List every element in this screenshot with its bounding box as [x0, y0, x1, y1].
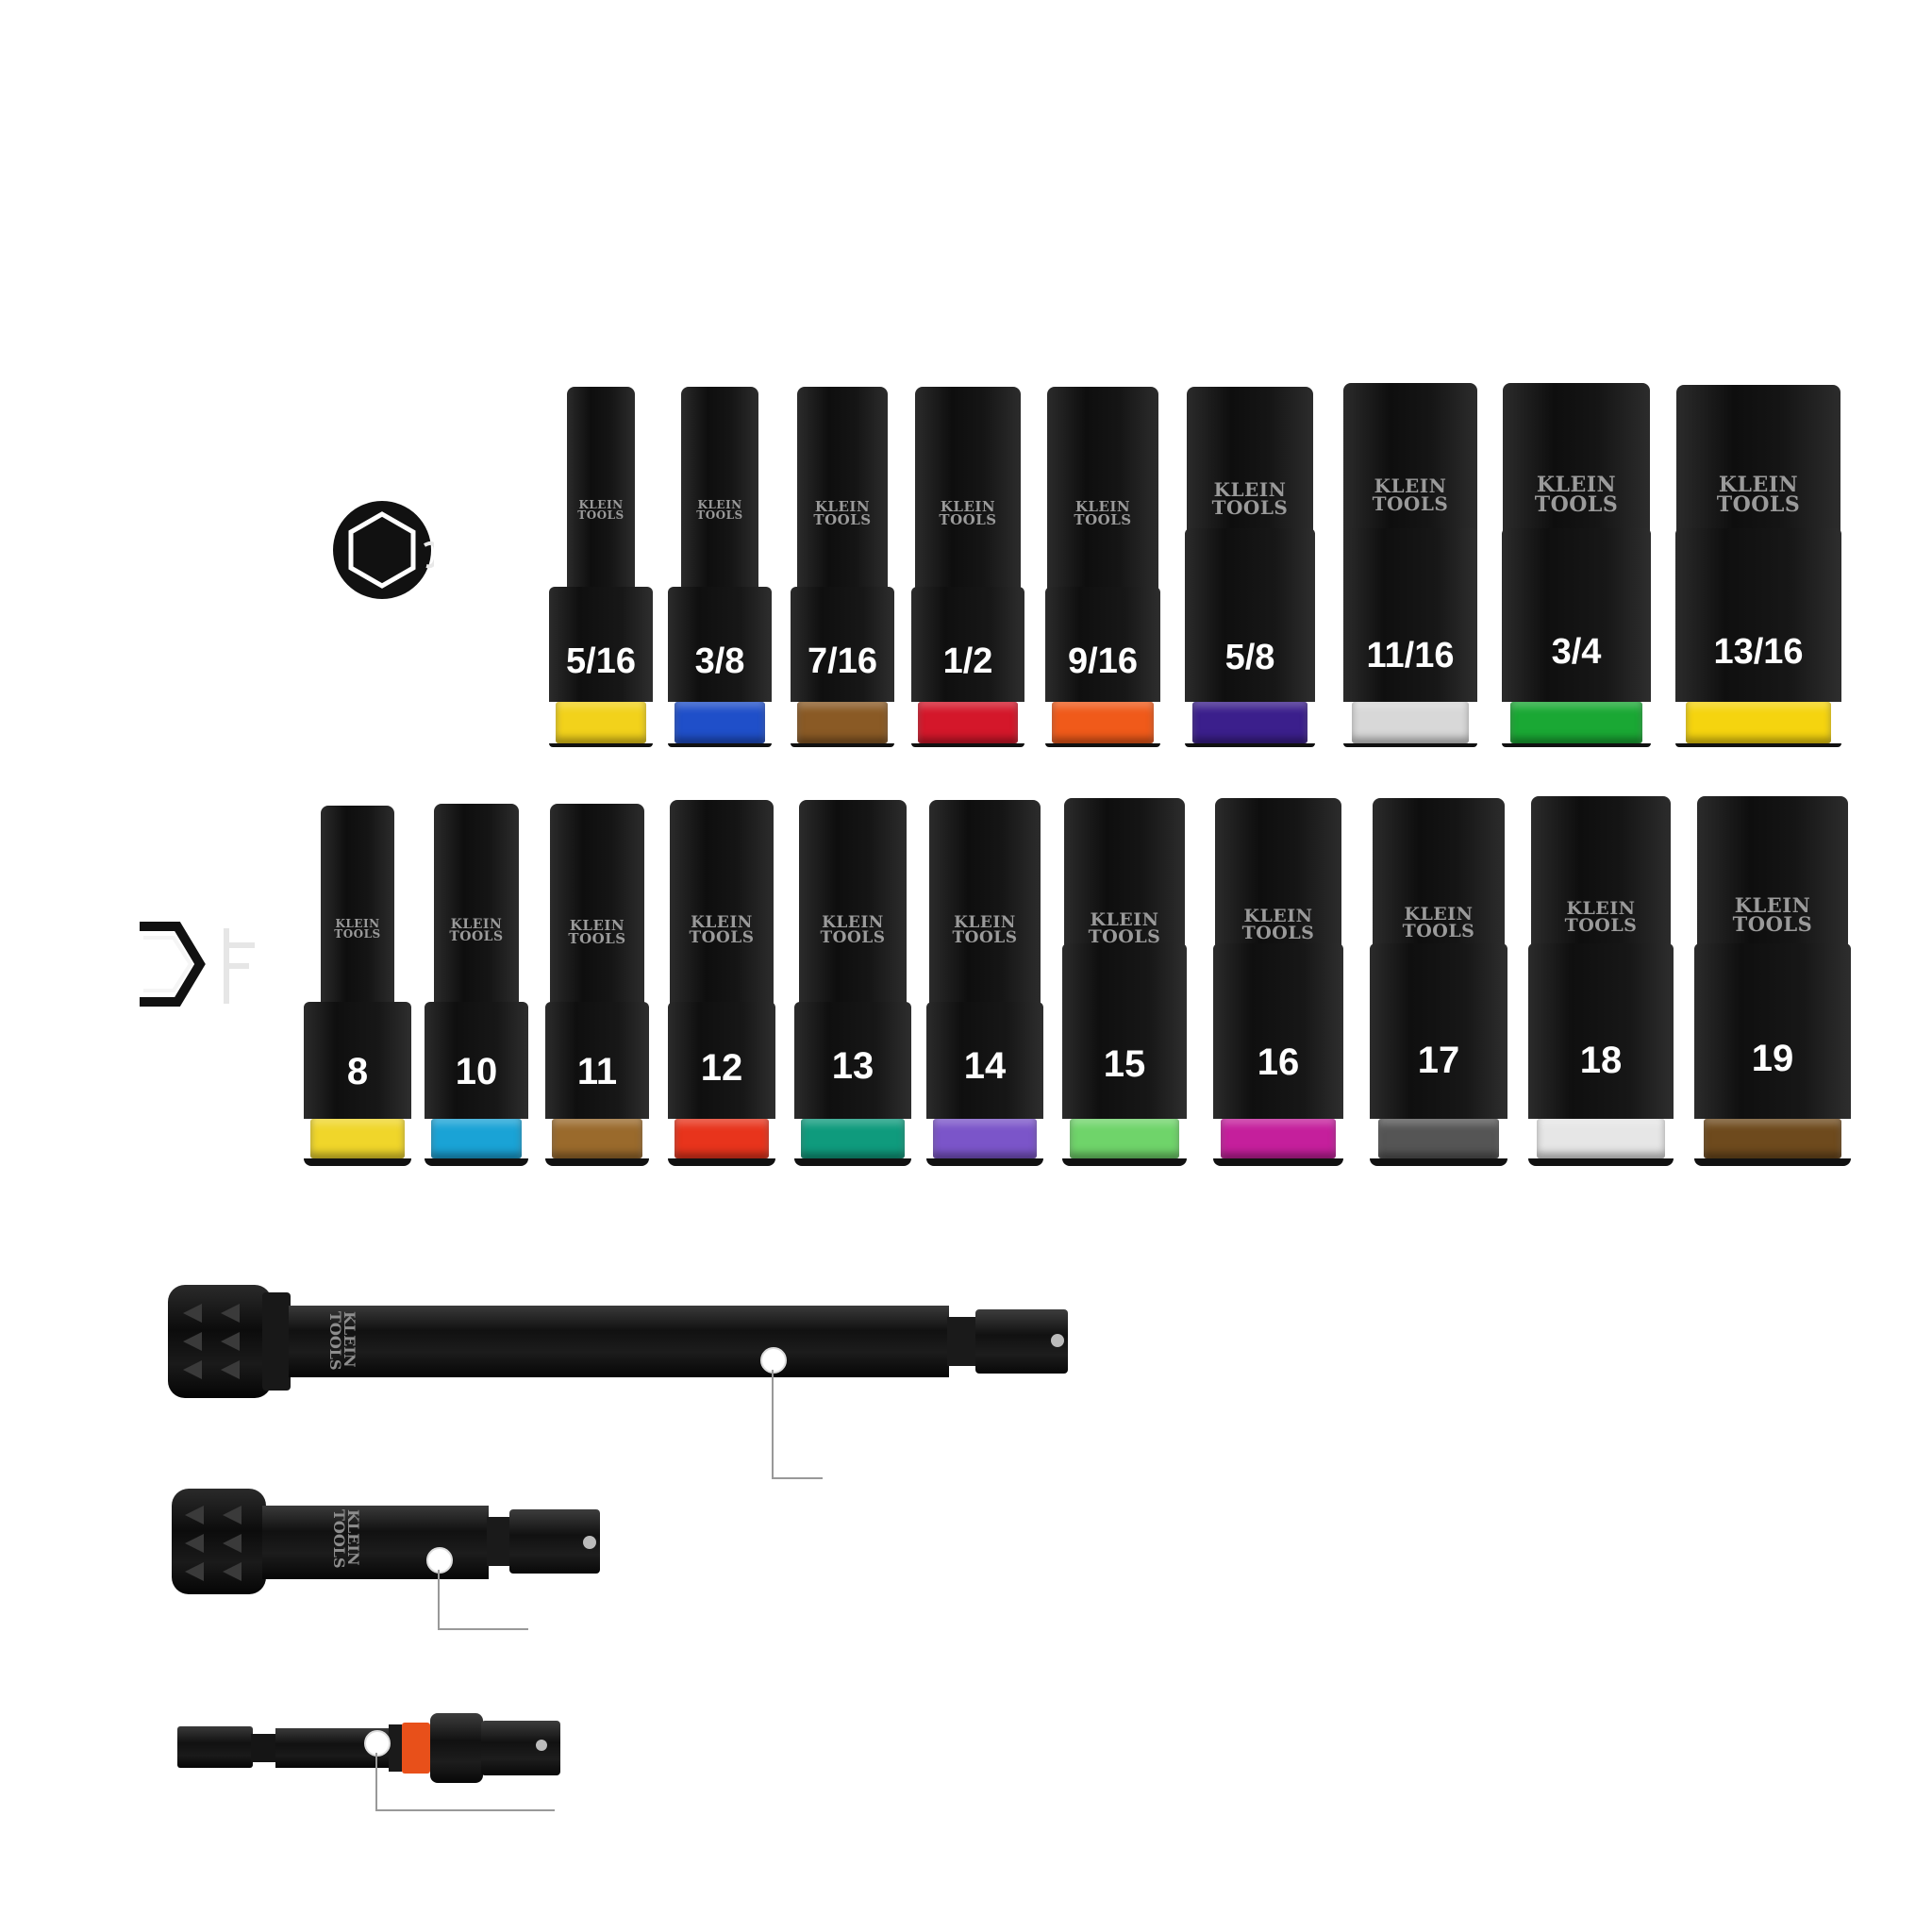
color-band: [1192, 702, 1307, 743]
color-band: [674, 1119, 770, 1158]
color-band: [674, 702, 766, 743]
color-band: [918, 702, 1018, 743]
size-label: 15: [1103, 1043, 1146, 1085]
hex-6-point-icon: [140, 922, 255, 1007]
color-band: [430, 1119, 523, 1158]
color-band: [1069, 1119, 1180, 1158]
size-label: 14: [963, 1045, 1007, 1087]
callout-leader-line: [772, 1370, 823, 1479]
color-band: [801, 1119, 905, 1158]
size-label: 13: [831, 1045, 874, 1087]
color-band: [1351, 702, 1470, 743]
size-label: 8: [346, 1051, 369, 1092]
callout-dot: [364, 1730, 391, 1757]
size-label: 16: [1257, 1041, 1300, 1083]
size-label: 3/4: [1551, 632, 1602, 672]
color-band: [1685, 702, 1832, 743]
color-band: [1510, 702, 1642, 743]
hex-shank-adapter: [177, 1707, 583, 1783]
size-label: 19: [1751, 1038, 1794, 1079]
callout-leader-line: [375, 1753, 555, 1811]
size-label: 17: [1417, 1040, 1460, 1081]
color-band: [1052, 702, 1154, 743]
size-label: 12: [700, 1047, 743, 1089]
size-label: 7/16: [808, 641, 877, 681]
color-band: [1703, 1119, 1842, 1158]
color-band: [551, 1119, 643, 1158]
hex-6-point-icon: [333, 501, 434, 599]
size-label: 9/16: [1068, 641, 1138, 681]
size-label: 1/2: [942, 641, 993, 681]
size-label: 10: [455, 1051, 498, 1092]
size-label: 11/16: [1366, 636, 1455, 675]
size-label: 5/8: [1224, 638, 1275, 677]
callout-dot: [760, 1347, 787, 1374]
size-label: 13/16: [1713, 632, 1804, 672]
short-extension-bar: [172, 1489, 643, 1594]
color-band: [1537, 1119, 1665, 1158]
size-label: 5/16: [566, 641, 636, 681]
long-extension-bar: [168, 1285, 1092, 1398]
color-band: [555, 702, 647, 743]
size-label: 3/8: [694, 641, 745, 681]
color-band: [933, 1119, 1037, 1158]
size-label: 11: [576, 1051, 618, 1092]
callout-dot: [426, 1547, 453, 1574]
color-band: [309, 1119, 406, 1158]
size-label: 18: [1579, 1040, 1623, 1081]
callout-leader-line: [438, 1570, 528, 1630]
adapter-accent-ring: [402, 1723, 430, 1774]
color-band: [796, 702, 889, 743]
color-band: [1377, 1119, 1500, 1158]
color-band: [1221, 1119, 1336, 1158]
